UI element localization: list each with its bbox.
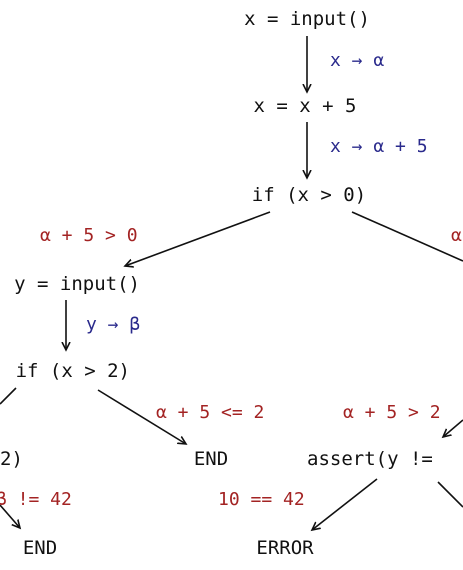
condition-alpha-plus-5-gt-2: α + 5 > 2	[343, 402, 441, 423]
node-x-input: x = input()	[244, 8, 370, 30]
edge-n5-n7	[97, 389, 186, 444]
node-end-left: END	[23, 537, 57, 559]
edge-n3-right	[351, 211, 463, 262]
node-x-plus-5: x = x + 5	[254, 95, 357, 117]
condition-alpha-clipped: α	[451, 225, 462, 246]
edge-n6-n9	[0, 504, 20, 528]
condition-alpha-plus-5-gt-0: α + 5 > 0	[40, 225, 138, 246]
edge-n8-n10	[312, 478, 378, 530]
symbolic-y-beta: y → β	[86, 314, 140, 335]
edge-n5-left	[0, 387, 17, 405]
node-assert: assert(y !=	[307, 448, 433, 470]
edge-right-n8	[443, 419, 463, 437]
condition-alpha-plus-5-le-2: α + 5 <= 2	[156, 402, 264, 423]
node-partial-left: 2)	[0, 448, 23, 470]
node-if-x-gt-2: if (x > 2)	[16, 360, 130, 382]
condition-beta-ne-42: β != 42	[0, 489, 72, 510]
edge-n8-right	[437, 481, 463, 508]
node-y-input: y = input()	[14, 273, 140, 295]
condition-10-eq-42: 10 == 42	[218, 489, 305, 510]
node-end-middle: END	[194, 448, 228, 470]
node-if-x-gt-0: if (x > 0)	[252, 184, 366, 206]
edge-n3-n4	[125, 211, 271, 266]
node-error: ERROR	[256, 537, 314, 559]
symbolic-x-alpha: x → α	[330, 50, 384, 71]
symbolic-x-alpha-plus-5: x → α + 5	[330, 136, 428, 157]
